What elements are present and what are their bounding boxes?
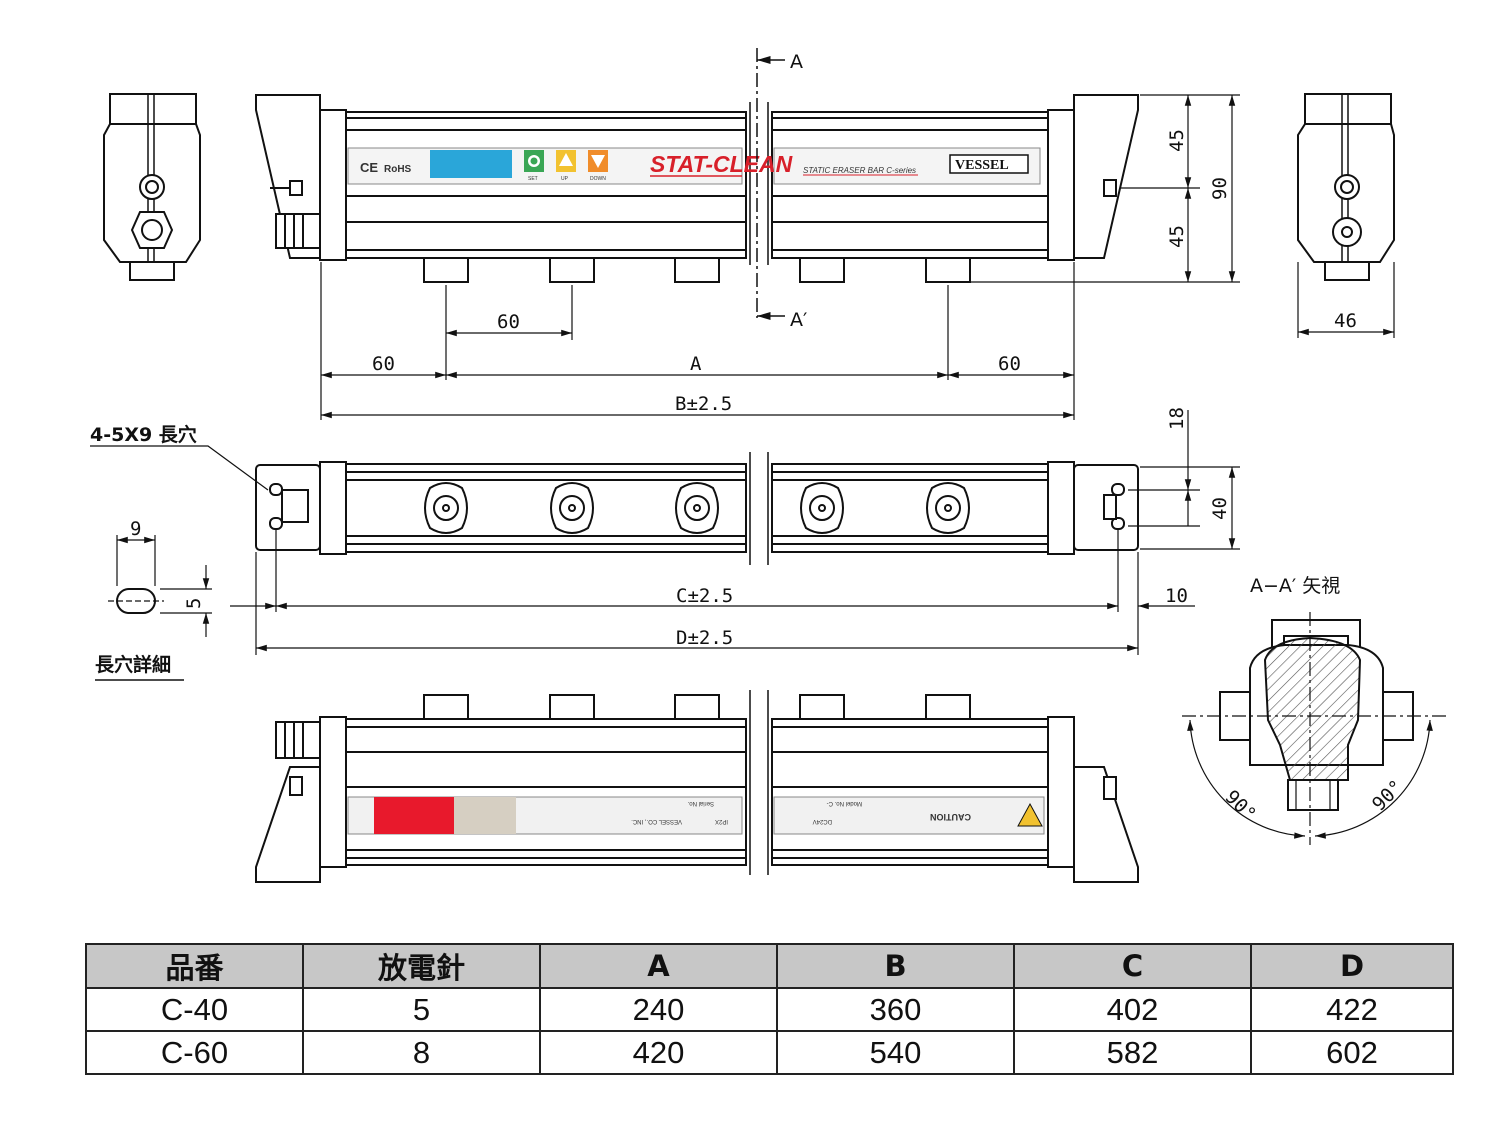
dim-5: 5 — [183, 598, 205, 609]
dim-60-left: 60 — [372, 353, 395, 375]
cell-d: 422 — [1250, 987, 1454, 1032]
spec-table: 品番 放電針 A B C D C-40 5 240 360 402 422 C-… — [85, 943, 1454, 1075]
section-view-title: A−A′ 矢視 — [1250, 575, 1340, 597]
header-needles: 放電針 — [302, 943, 541, 989]
dim-a: A — [690, 353, 702, 375]
angle-right: 90° — [1368, 776, 1408, 816]
header-part-number: 品番 — [85, 943, 304, 989]
dim-45-bottom: 45 — [1166, 225, 1188, 248]
table-row: C-60 8 420 540 582 602 — [85, 1030, 1454, 1075]
dim-9: 9 — [130, 518, 141, 540]
dim-40: 40 — [1209, 497, 1231, 520]
top-view-height-dims — [1128, 410, 1240, 550]
maker-logo: VESSEL — [955, 158, 1009, 173]
caution-label: CAUTION — [930, 812, 971, 822]
front-view — [255, 94, 1139, 283]
cell-a: 420 — [539, 1030, 778, 1075]
voltage-label: DC24V — [813, 818, 832, 824]
company-label: VESSEL CO., INC. — [631, 818, 682, 824]
slot-callout: 4-5X9 長穴 — [90, 423, 197, 446]
cell-c: 582 — [1013, 1030, 1252, 1075]
technical-drawing: CE RoHS SET UP DOWN STAT-CLEAN STATIC ER… — [90, 48, 1446, 883]
dim-90: 90 — [1209, 177, 1231, 200]
dim-18: 18 — [1166, 407, 1188, 430]
rear-label-panel: CAUTION Model No. C- Serial No. DC24V IP… — [347, 796, 1045, 835]
dim-46: 46 — [1334, 310, 1357, 332]
down-label: DOWN — [590, 176, 606, 182]
rear-view-break — [749, 690, 769, 875]
height-dimensions — [970, 94, 1240, 283]
dim-c: C±2.5 — [676, 585, 733, 607]
header-a: A — [539, 943, 778, 989]
top-view-nozzles — [424, 482, 970, 534]
header-b: B — [776, 943, 1015, 989]
top-view — [255, 461, 1139, 555]
rear-red-block — [374, 797, 454, 834]
cell-d: 602 — [1250, 1030, 1454, 1075]
dim-d: D±2.5 — [676, 627, 733, 649]
section-view — [1219, 619, 1414, 811]
cell-part-number: C-40 — [85, 987, 304, 1032]
brand-logo: STAT-CLEAN — [650, 151, 793, 177]
slot-detail-title: 長穴詳細 — [95, 653, 171, 676]
overall-dims — [230, 530, 1195, 655]
cell-a: 240 — [539, 987, 778, 1032]
display-window — [430, 150, 512, 178]
dim-60-pitch: 60 — [497, 311, 520, 333]
up-label: UP — [561, 176, 569, 182]
top-view-break — [749, 452, 769, 565]
ip-label: IP2X — [715, 818, 728, 824]
rohs-mark: RoHS — [384, 164, 412, 175]
cell-needles: 5 — [302, 987, 541, 1032]
section-line — [756, 48, 785, 321]
left-end-view — [103, 93, 201, 281]
width-dimension — [1297, 262, 1395, 338]
angle-left: 90° — [1220, 786, 1260, 826]
model-no-label: Model No. C- — [827, 800, 862, 806]
header-d: D — [1250, 943, 1454, 989]
ce-mark: CE — [360, 160, 378, 175]
slot-detail — [108, 535, 212, 637]
cell-c: 402 — [1013, 987, 1252, 1032]
dim-60-right: 60 — [998, 353, 1021, 375]
product-label-panel: CE RoHS SET UP DOWN STAT-CLEAN STATIC ER… — [347, 147, 1041, 185]
dim-b: B±2.5 — [675, 393, 732, 415]
section-view-axes — [1182, 612, 1446, 845]
section-a-prime-label: A′ — [790, 309, 807, 331]
length-dimensions — [320, 262, 1075, 420]
header-c: C — [1013, 943, 1252, 989]
table-header-row: 品番 放電針 A B C D — [85, 943, 1454, 989]
cell-needles: 8 — [302, 1030, 541, 1075]
set-label: SET — [528, 176, 538, 182]
cell-b: 360 — [776, 987, 1015, 1032]
rear-view — [255, 694, 1139, 883]
table-row: C-40 5 240 360 402 422 — [85, 987, 1454, 1032]
serial-no-label: Serial No. — [687, 800, 714, 806]
section-a-label: A — [790, 51, 803, 73]
cell-b: 540 — [776, 1030, 1015, 1075]
dim-45-top: 45 — [1166, 129, 1188, 152]
dim-10: 10 — [1165, 585, 1188, 607]
series-label: STATIC ERASER BAR C-series — [803, 166, 916, 175]
right-end-view — [1297, 93, 1395, 281]
cell-part-number: C-60 — [85, 1030, 304, 1075]
